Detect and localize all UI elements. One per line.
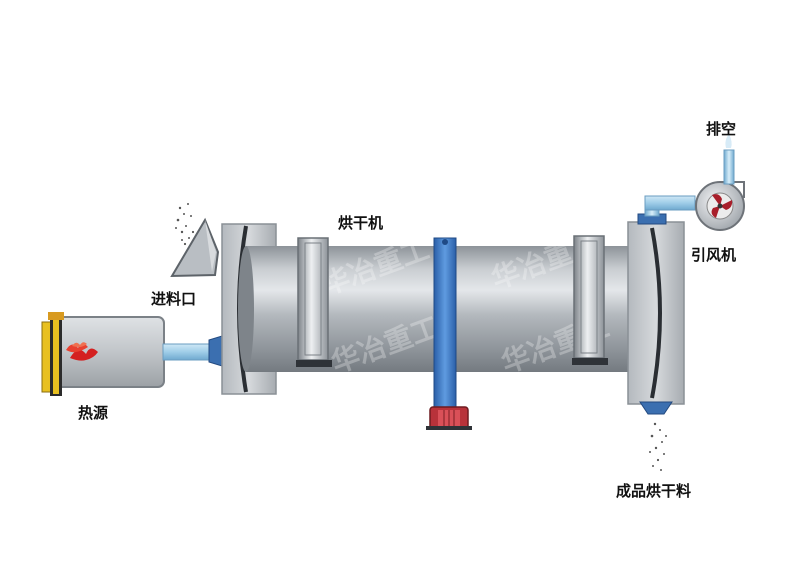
feed-inlet-label: 进料口 — [151, 290, 197, 308]
exhaust-label: 排空 — [706, 120, 737, 138]
tire-ring-left — [296, 237, 332, 367]
induced-fan — [695, 134, 745, 231]
exhaust-duct — [644, 195, 696, 217]
product-label: 成品烘干料 — [616, 482, 692, 500]
heat-source-burner — [41, 312, 223, 396]
dryer-label: 烘干机 — [338, 214, 384, 232]
heat-source-label: 热源 — [78, 404, 109, 422]
fan-blade-icon — [706, 192, 734, 220]
induced-fan-label: 引风机 — [691, 246, 737, 264]
tire-ring-right — [572, 235, 608, 365]
girth-gear-ring — [433, 237, 457, 409]
feed-inlet-hopper — [170, 203, 220, 278]
drive-gear-motor — [426, 406, 472, 430]
discharge-end-housing — [627, 213, 685, 415]
product-discharge-particles — [649, 422, 667, 471]
flame-icon — [66, 342, 98, 361]
falling-material-particles — [175, 203, 195, 246]
